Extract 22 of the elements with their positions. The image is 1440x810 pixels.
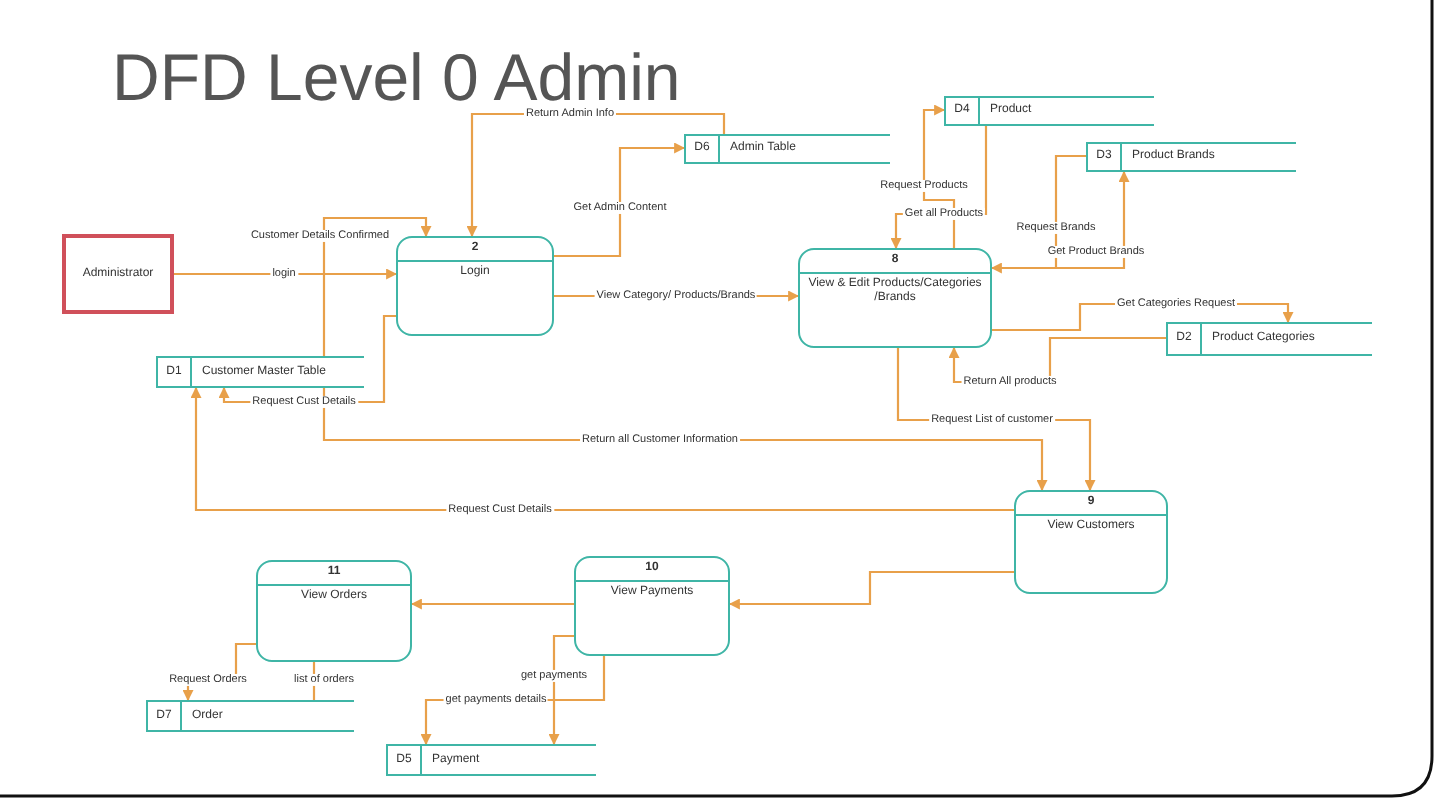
arrow	[410, 598, 574, 610]
arrow	[548, 634, 574, 746]
arrow	[322, 216, 432, 356]
external-entity-box	[62, 234, 174, 314]
process-box	[798, 248, 992, 348]
data-store	[156, 356, 364, 388]
data-store	[684, 134, 890, 164]
title: DFD Level 0 Admin	[112, 44, 681, 110]
process-box	[396, 236, 554, 336]
process-box	[574, 556, 730, 656]
data-store	[146, 700, 354, 732]
arrow	[990, 154, 1086, 274]
arrow	[554, 142, 686, 258]
data-store	[1086, 142, 1296, 172]
data-store	[944, 96, 1154, 126]
arrow	[922, 104, 956, 248]
process-box	[256, 560, 412, 662]
arrow	[728, 570, 1014, 610]
process-box	[1014, 490, 1168, 594]
data-store	[1166, 322, 1372, 356]
data-store	[386, 744, 596, 776]
arrow	[992, 170, 1130, 270]
